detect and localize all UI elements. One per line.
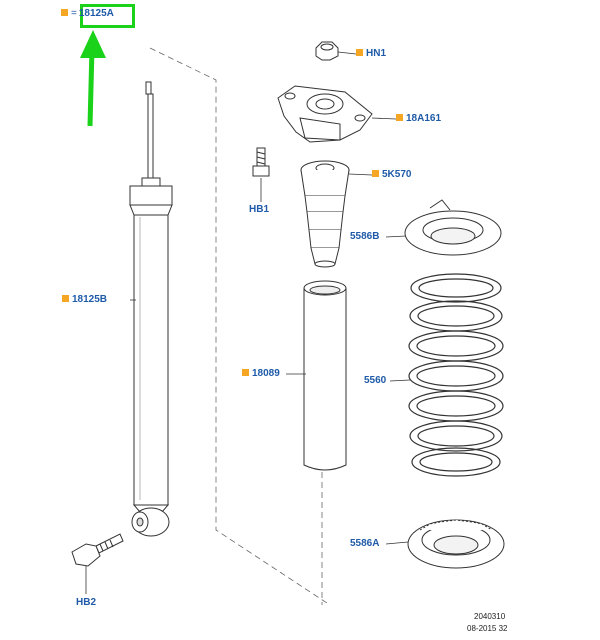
label-18125a[interactable]: =18125A (61, 8, 114, 20)
orange-square-marker-icon (62, 295, 69, 302)
label-hn1[interactable]: HN1 (356, 48, 386, 60)
orange-square-marker-icon (396, 114, 403, 121)
orange-square-marker-icon (372, 170, 379, 177)
bolt-hb2 (71, 533, 124, 567)
orange-square-marker-icon (356, 49, 363, 56)
orange-square-marker-icon (242, 369, 249, 376)
top-mount (277, 85, 373, 143)
nut-hn1 (315, 41, 339, 61)
bolt-hb1 (252, 147, 270, 177)
label-18125b[interactable]: 18125B (62, 294, 107, 306)
leader-lines (85, 51, 411, 594)
upper-spring-seat (404, 199, 502, 256)
label-5586a[interactable]: 5586A (350, 538, 380, 549)
lower-spring-seat (407, 519, 505, 569)
green-arrow-icon (80, 30, 106, 127)
label-5k570[interactable]: 5K570 (372, 169, 411, 181)
drawing-code-line1: 2040310 (474, 612, 506, 621)
label-hb1[interactable]: HB1 (249, 204, 270, 215)
highlight-box (80, 4, 135, 28)
assembly-outline (149, 47, 331, 606)
orange-square-marker-icon (61, 9, 68, 16)
label-18089[interactable]: 18089 (242, 368, 280, 380)
shock-absorber (129, 81, 173, 537)
label-18a161[interactable]: 18A161 (396, 113, 441, 125)
label-5560[interactable]: 5560 (364, 375, 387, 386)
coil-spring (408, 273, 504, 477)
label-5586b[interactable]: 5586B (350, 231, 380, 242)
dust-tube (303, 280, 347, 471)
drawing-code-line2: 08-2015 32 (467, 624, 508, 633)
bump-stop (300, 160, 350, 268)
label-hb2[interactable]: HB2 (76, 597, 97, 608)
